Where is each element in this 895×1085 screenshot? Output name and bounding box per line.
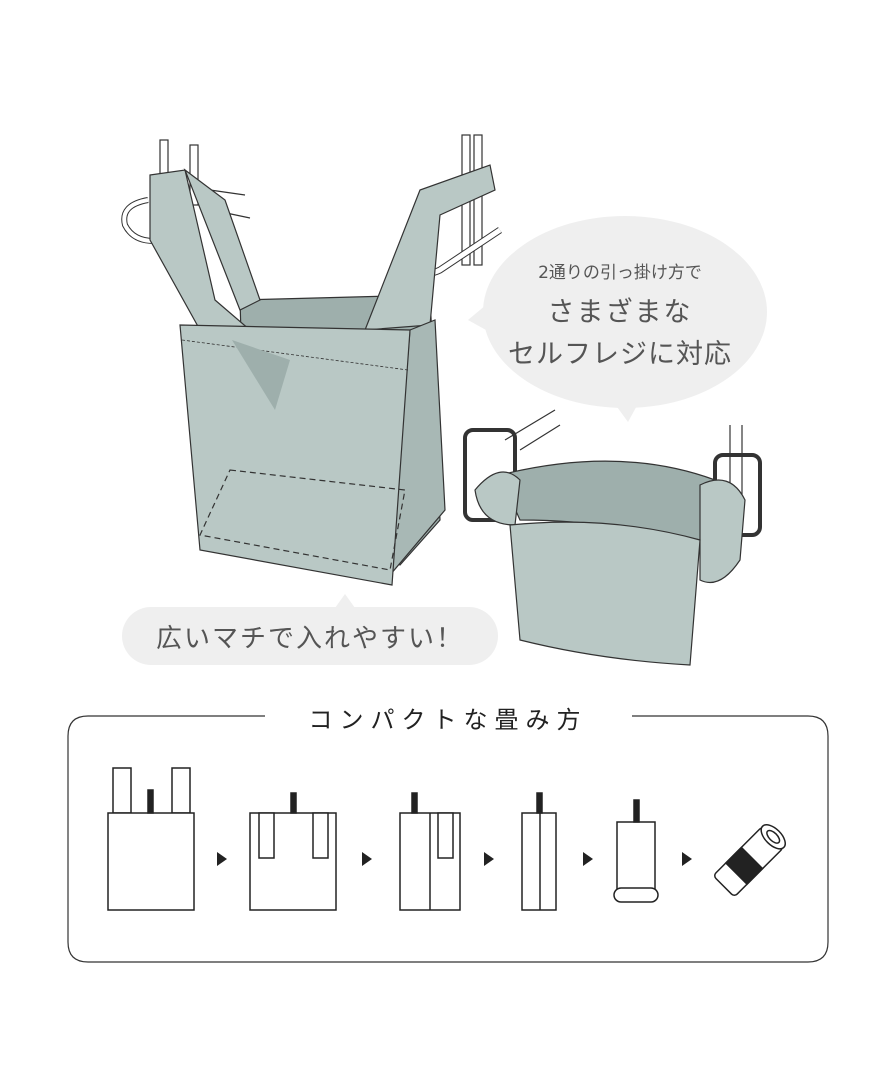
arrow-4: [583, 852, 593, 866]
bubble-top-line-3: セルフレジに対応: [508, 339, 732, 370]
fold-step-5: [613, 799, 659, 903]
folding-guide-frame: [67, 715, 829, 963]
arrow-5: [682, 852, 692, 866]
fold-step-6-rolled: [714, 824, 786, 896]
fold-step-4: [521, 792, 557, 911]
fold-step-3: [399, 792, 461, 911]
arrow-1: [217, 852, 227, 866]
folding-steps: [107, 767, 786, 911]
fold-step-2: [249, 792, 337, 911]
fold-step-1: [107, 767, 195, 911]
bubble-bottom-text: 広いマチで入れやすい！: [155, 624, 464, 654]
bubble-top-line-1: 2通りの引っ掛け方で: [538, 263, 702, 283]
bag-open-illustration: [463, 409, 762, 666]
speech-bubble-bottom: [122, 594, 498, 665]
arrow-3: [484, 852, 494, 866]
bubble-top-line-2: さまざまな: [547, 297, 693, 328]
folding-title: コンパクトな畳み方: [268, 700, 628, 735]
bag-hanging-illustration: [121, 134, 502, 586]
arrow-2: [362, 852, 372, 866]
speech-bubble-top: [468, 216, 767, 422]
